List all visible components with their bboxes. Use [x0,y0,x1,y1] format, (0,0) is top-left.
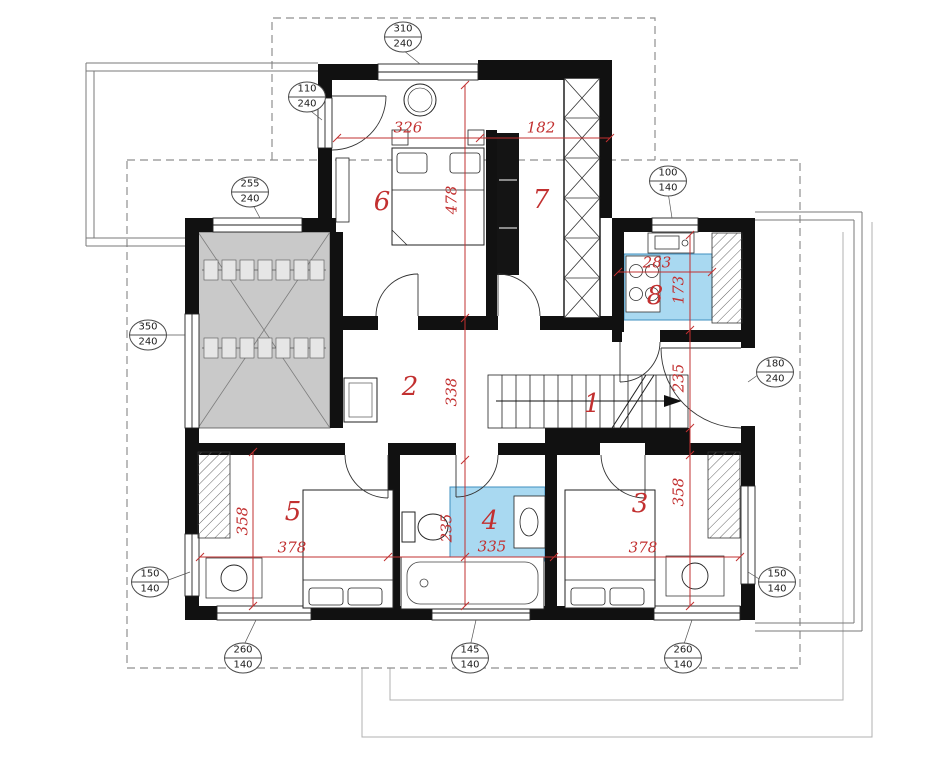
dim-label-283: 283 [642,253,672,272]
dimension-lines [195,80,745,611]
callout-height-value: 140 [233,659,253,671]
door-callout-180x240: 180 240 [756,356,794,388]
dim-label-335-bath: 335 [477,537,507,556]
callout-width-value: 145 [452,644,488,659]
callout-height-value: 140 [767,583,787,595]
washbasin [519,507,539,537]
room-label-3: 3 [631,489,649,519]
window-callout-350x240: 350 240 [129,319,167,351]
callout-height-value: 240 [393,38,413,50]
callout-height-value: 140 [658,182,678,194]
vanity [205,557,263,599]
callout-width-value: 310 [385,23,421,38]
bathtub [400,556,545,610]
room-label-6: 6 [373,187,391,217]
room-label-5: 5 [284,497,302,527]
bedroom6-furniture [335,83,485,246]
basin [681,562,709,590]
hall-cabinet [343,377,378,423]
terrace-lines [85,62,863,632]
dim-label-338: 338 [442,377,461,407]
callout-height-value: 140 [460,659,480,671]
vanity [665,555,725,597]
window-callout-150x140-right: 150 140 [758,566,796,598]
callout-width-value: 180 [757,358,793,373]
bathroom-fixtures [400,495,546,610]
callout-width-value: 150 [759,568,795,583]
stair-direction-arrow [664,395,682,407]
dim-label-182: 182 [526,118,556,137]
window-callout-145x140: 145 140 [451,642,489,674]
dim-label-326: 326 [393,118,423,137]
dim-label-378-right: 378 [628,538,658,557]
callout-width-value: 260 [665,644,701,659]
callout-height-value: 140 [673,659,693,671]
dim-label-478: 478 [442,185,461,215]
window-callout-260x140-right: 260 140 [664,642,702,674]
kitchen-sink [647,232,695,254]
room-label-4: 4 [481,506,499,536]
callout-height-value: 140 [140,583,160,595]
callout-height-value: 240 [297,98,317,110]
callout-width-value: 350 [130,321,166,336]
callout-height-value: 240 [765,373,785,385]
doors [331,95,742,499]
closet-area [197,231,331,429]
wardrobe-unit [497,133,519,275]
callout-width-value: 110 [289,83,325,98]
bedroom3-furniture [564,489,725,609]
callout-width-value: 150 [132,568,168,583]
ventilation-shaft [563,77,601,319]
dim-label-235-stair: 235 [669,363,688,393]
dim-label-173: 173 [669,275,688,305]
window-callout-110x240: 110 240 [288,81,326,113]
walls [185,60,755,620]
room-label-2: 2 [401,372,419,402]
kitchen-fixtures [625,232,695,313]
callout-width-value: 260 [225,644,261,659]
wardrobes-hatched [197,232,743,539]
staircase [487,374,689,429]
windows [184,63,756,621]
window-callout-310x240: 310 240 [384,21,422,53]
toilet-bowl [417,513,449,541]
dim-label-358-left: 358 [233,506,252,536]
callout-height-value: 240 [138,336,158,348]
cooktop [625,255,661,313]
window-callout-100x140: 100 140 [649,165,687,197]
toilet-tank [401,511,416,543]
callout-width-value: 255 [232,178,268,193]
window-callout-255x240: 255 240 [231,176,269,208]
basin [220,564,248,592]
window-callout-260x140-left: 260 140 [224,642,262,674]
room-label-8: 8 [646,281,664,311]
callout-width-value: 100 [650,167,686,182]
washbasin-counter [513,495,546,549]
dim-label-235-bath: 235 [437,513,456,543]
ground-outline-lines [361,222,873,738]
dim-label-358-right: 358 [669,477,688,507]
room-label-1: 1 [583,389,601,419]
dim-label-378-left: 378 [277,538,307,557]
room-label-7: 7 [532,185,550,215]
roof-dashed-outline [126,17,801,669]
window-callout-150x140-left: 150 140 [131,566,169,598]
callout-height-value: 240 [240,193,260,205]
